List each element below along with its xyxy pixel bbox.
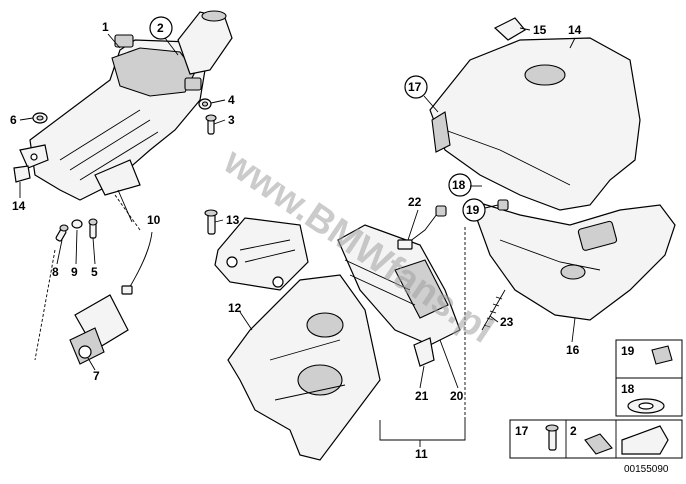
connector-22 [397,205,447,250]
steering-column [13,10,233,201]
screw-3 [205,114,217,135]
bracket-12 [214,217,309,291]
switch-unit-20 [337,224,461,346]
cap-15 [493,17,526,41]
label-3: 3 [228,113,235,127]
legend-panel: 19 18 17 2 00155090 [509,339,683,475]
label-2: 2 [157,21,164,35]
screw-8 [55,224,69,242]
label-21: 21 [415,389,429,403]
label-14-left: 14 [12,199,26,213]
clip-21 [413,337,435,367]
bolt-13 [204,209,218,235]
upper-trim-14 [429,37,641,211]
screw-5 [88,218,98,239]
lower-trim-16 [469,199,676,321]
label-17: 17 [408,80,422,94]
legend-label-2: 2 [570,424,577,438]
callout-circle-2 [149,16,173,40]
adjust-motor [69,294,129,365]
spring-23 [481,289,506,331]
label-10: 10 [147,213,161,227]
label-5: 5 [91,265,98,279]
arrow-icon [621,425,669,455]
label-22: 22 [408,195,422,209]
label-14-right: 14 [568,23,582,37]
label-1: 1 [102,20,109,34]
label-9: 9 [71,265,78,279]
label-12: 12 [228,301,242,315]
callout-circle-19 [462,198,486,222]
callout-circle-18 [448,173,472,197]
label-11: 11 [415,447,428,461]
label-13: 13 [226,213,240,227]
nut-9 [71,219,83,229]
label-8: 8 [52,265,59,279]
label-16: 16 [566,343,580,357]
legend-label-18: 18 [621,382,635,396]
diagram-id: 00155090 [624,464,669,475]
cable-10 [127,231,153,291]
housing-11 [227,274,381,461]
label-4: 4 [228,93,235,107]
legend-label-19: 19 [621,344,635,358]
label-7: 7 [93,369,100,383]
label-20: 20 [450,389,464,403]
washer-6 [32,112,48,124]
washer-4 [198,98,212,110]
label-23: 23 [500,315,514,329]
leader-11 [379,420,466,441]
callout-circle-17 [404,75,428,99]
label-19: 19 [466,203,480,217]
label-6: 6 [10,113,17,127]
legend-label-17: 17 [515,424,529,438]
label-15: 15 [533,23,547,37]
label-18: 18 [452,178,466,192]
